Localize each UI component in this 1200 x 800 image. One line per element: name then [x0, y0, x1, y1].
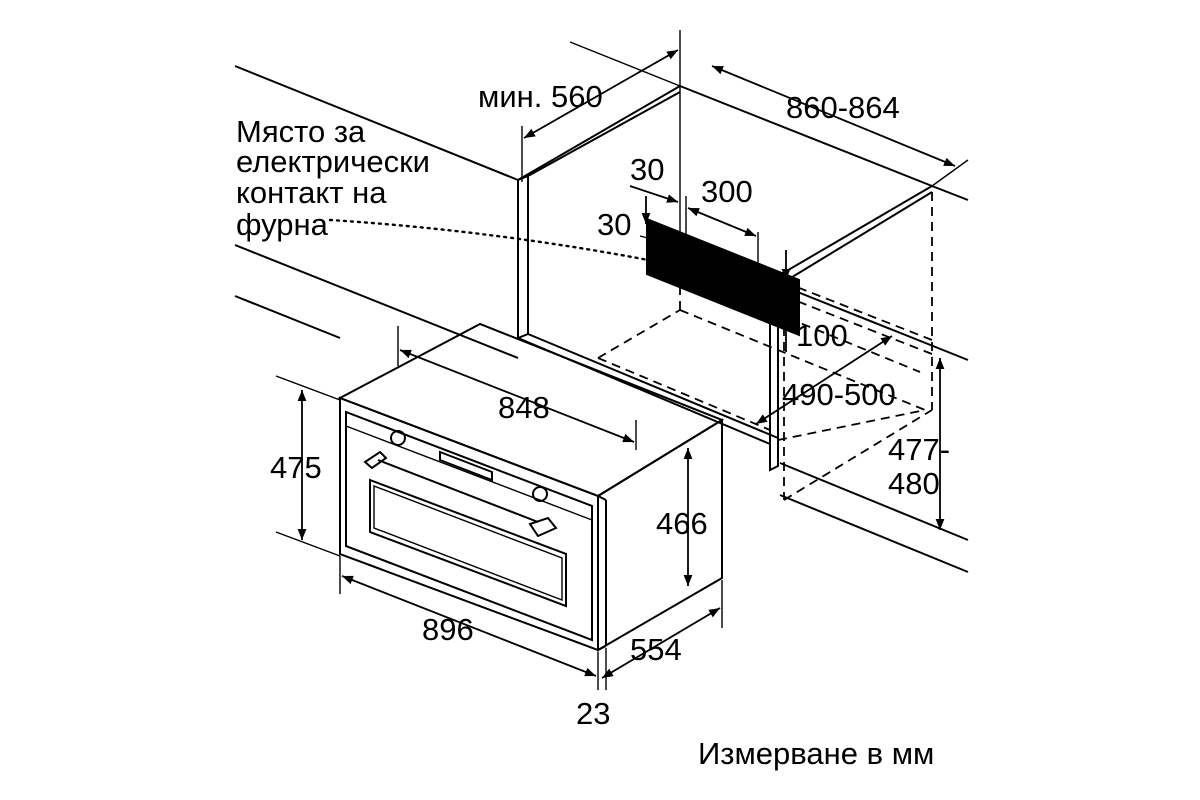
socket-leader-line [328, 218, 710, 274]
label-niche-height-1: 477- [888, 432, 950, 467]
socket-area [646, 217, 800, 337]
label-units-note: Измерване в мм [698, 736, 934, 771]
label-niche-depth: 490-500 [782, 377, 896, 412]
label-oven-front-height: 475 [270, 450, 322, 485]
socket-marker [706, 267, 716, 277]
label-front-thickness: 23 [576, 696, 610, 731]
label-socket-height: 100 [796, 318, 848, 353]
label-socket-width: 300 [701, 174, 753, 209]
label-oven-depth: 554 [630, 632, 682, 667]
label-socket-note-line-4: фурна [236, 207, 329, 242]
label-niche-width: 860-864 [786, 90, 900, 125]
dimension-lines [275, 30, 969, 690]
label-niche-height-2: 480 [888, 466, 940, 501]
label-offset-top: 30 [630, 152, 664, 187]
label-oven-front-width: 896 [422, 612, 474, 647]
label-socket-note-line-1: Място за [236, 114, 366, 149]
label-socket-note-line-3: контакт на [236, 175, 387, 210]
oven [337, 322, 725, 652]
dimension-labels: мин. 560 860-864 Място за електрически к… [236, 79, 950, 771]
label-offset-side: 30 [597, 207, 631, 242]
label-socket-note-line-2: електрически [236, 144, 430, 179]
label-oven-body-height: 466 [656, 506, 708, 541]
label-oven-body-width: 848 [498, 390, 550, 425]
wall-lines [234, 65, 969, 573]
label-min-width: мин. 560 [478, 79, 603, 114]
